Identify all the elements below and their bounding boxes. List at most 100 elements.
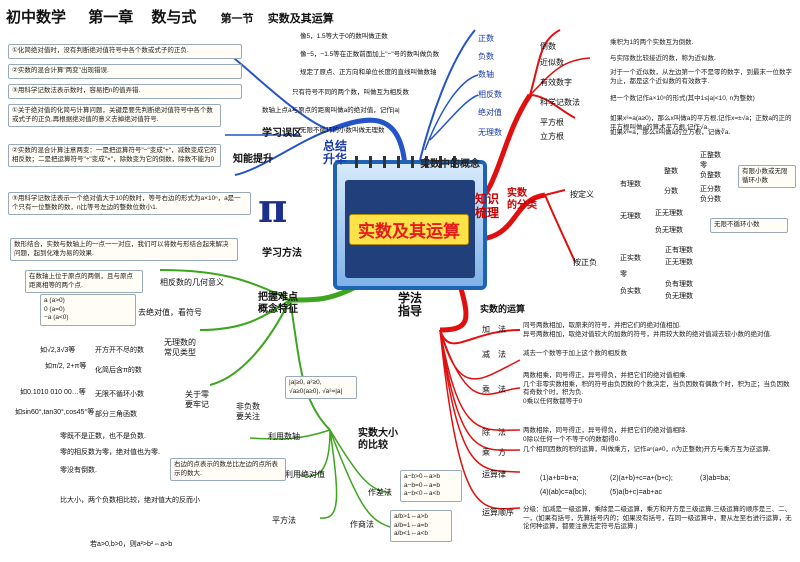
irr-item-8: 部分三角函数 [95, 411, 137, 418]
irr-item-4: 化简后含π的数 [95, 367, 142, 374]
square-desc: 若a>0,b>0，则a²>b²⇔a>b [90, 541, 173, 548]
def-label-3: 有效数字 [540, 78, 572, 87]
fraction-label: 分数 [664, 188, 678, 195]
irr-item-6: 无限不循环小数 [95, 391, 144, 398]
diff-label: 作差法 [368, 488, 392, 497]
irrational-label: 无理数 [620, 213, 641, 220]
axis-desc: 右边的点表示的数总比左边的点所表示的数大. [170, 458, 286, 481]
op-desc-4: 两数相除，同号得正，异号得负，并把它们的绝对值相除. 0除以任何一个不等于0的数… [523, 427, 688, 443]
def-label-1: 倒数 [540, 42, 556, 51]
error-item-3: ③用科学记数法表示数时，容易把n的值弄错. [8, 84, 242, 99]
irr-item-3: 如π/2, 2+π等 [45, 363, 87, 370]
center-image: 实数及其运算 [333, 156, 487, 290]
def-desc-1: 乘积为1的两个实数互为倒数. [610, 39, 694, 46]
concept-desc-4: 只有符号不同的两个数，叫做互为相反数 [292, 89, 409, 96]
irr-item-1: 如√2,3√3等 [40, 347, 76, 354]
def-label-5: 平方根 [540, 118, 564, 127]
nonneg-formula: |a|≥0, a²≥0, √a≥0(a≥0), √a²=|a| [285, 376, 357, 399]
op-desc-1: 同号两数相加，取原来的符号，并把它们的绝对值相加. 异号两数相加，取绝对值较大的… [523, 322, 772, 338]
concept-label-6: 无理数 [478, 128, 502, 137]
operations-hub: 实数的运算 [480, 304, 526, 314]
hub-summary: 总结 升华 [323, 139, 348, 166]
def-desc-2: 与实际数比较接近的数，称为近似数. [610, 55, 716, 62]
concept-label-3: 数轴 [478, 70, 494, 79]
def-label-4: 科学记数法 [540, 98, 580, 107]
spiral-binding [355, 156, 465, 168]
tip-item-1: ①关于绝对值的化简与计算问题，关键是要先判断绝对值符号中各个数或式子的正负,再根… [8, 104, 221, 127]
concept-label-4: 相反数 [478, 90, 502, 99]
errors-label: 学习误区 [262, 128, 302, 139]
tip-item-3: ③用科学记数法表示一个绝对值大于10的数时，等号右边的形式为a×10ⁿ，a是一个… [8, 192, 251, 215]
irr-types-label: 无理数的 常见类型 [164, 338, 196, 357]
pos-irr-label: 正无理数 [655, 210, 683, 217]
diff-item-2: a−b=0⇔a=b [404, 481, 440, 489]
concept-desc-3: 规定了原点、正方向和单位长度的直线叫做数轴 [300, 69, 437, 76]
op-rule-3: (3)ab=ba; [700, 475, 731, 482]
quot-label: 作商法 [350, 520, 374, 529]
abs-case-1: a (a>0) [44, 297, 65, 304]
irr-item-2: 开方开不尽的数 [95, 347, 144, 354]
header-title: 初中数学 第一章 数与式 第一节 实数及其运算 [6, 6, 334, 27]
neg-rat-label: 负有理数 [665, 281, 693, 288]
concept-label-1: 正数 [478, 34, 494, 43]
quot-item-3: a/b<1⇔a<b [394, 530, 428, 537]
zero-label: 零 [700, 162, 707, 169]
neg-int-label: 负整数 [700, 172, 721, 179]
abs-formula: a (a>0) 0 (a=0) −a (a<0) [40, 294, 136, 326]
center-title: 实数及其运算 [349, 214, 469, 245]
opposite-desc: 在数轴上位于原点的两侧，且与原点距离相等的两个点. [25, 270, 143, 293]
def-desc-5: 如果x²=a(a≥0)，那么x叫做a的平方根,记作x=±√a；正数a的正的平方根… [610, 115, 792, 131]
abs-case-2: 0 (a=0) [44, 305, 65, 313]
by-sign: 按正负 [573, 258, 597, 267]
op-rule-1: (1)a+b=b+a; [540, 475, 579, 482]
concept-desc-6: 无限不循环的小数叫做无理数 [300, 127, 385, 134]
def-label-2: 近似数 [540, 58, 564, 67]
op-rule-4: (4)(ab)c=a(bc); [540, 489, 587, 496]
error-item-2: ②实数的混合计算"两变"出现错误. [8, 64, 242, 79]
neg-real-label: 负实数 [620, 288, 641, 295]
rational-label: 有理数 [620, 181, 641, 188]
pos-rat-label: 正有理数 [665, 247, 693, 254]
quot-item-2: a/b=1⇔a=b [394, 521, 428, 529]
concept-desc-2: 像−5，−1.5等在正数前面加上"−"号的数叫做负数 [300, 51, 440, 58]
irr-item-5: 如0.1010 010 00…等 [20, 389, 86, 396]
quot-items: a/b>1⇔a>b a/b=1⇔a=b a/b<1⇔a<b [390, 510, 452, 542]
op-label-3: 乘 法 [482, 385, 506, 394]
def-desc-3: 对于一个近似数，从左边第一个不是零的数字，到最末一位数字为止，都是这个近似数的有… [610, 69, 792, 85]
op-desc-3: 两数相乘，同号得正，异号得负，并把它们的绝对值相乘. 几个非零实数相乘，积的符号… [523, 372, 790, 405]
diff-items: a−b>0⇔a>b a−b=0⇔a=b a−b<0⇔a<b [400, 470, 462, 502]
axis-label: 利用数轴 [268, 432, 300, 441]
op-desc-5: 几个相同因数的积的运算，叫做乘方，记作aⁿ(a≠0，n为正整数)开方与乘方互为逆… [523, 446, 771, 453]
op-label-1: 加 法 [482, 325, 506, 334]
op-desc-7: 分级：加减是一级运算，乘除是二级运算，乘方和开方是三级运算.三级运算的顺序是三、… [523, 506, 792, 530]
zero-item-1: 零既不是正数，也不是负数. [60, 433, 146, 440]
op-label-2: 减 法 [482, 350, 506, 359]
def-desc-4: 把一个数记作a×10ⁿ的形式(其中1≤|a|<10, n为整数) [610, 95, 755, 102]
zero-item-3: 零没有倒数. [60, 467, 97, 474]
tip-item-2: ②实数的混合计算注意两变：一是把运算符号"−"变成"+"，减数变成它的相反数；二… [8, 144, 221, 167]
zero-item-2: 零的相反数为零，绝对值也为零. [60, 449, 160, 456]
irr-item-7: 如sin60°,tan30°,cos45°等 [15, 409, 95, 416]
note-infinite-decimal: 无限不循环小数 [710, 218, 788, 233]
pos-irr2-label: 正无理数 [665, 259, 693, 266]
absv-label: 利用绝对值 [285, 470, 325, 479]
method-desc: 数形结合，实数与数轴上的一点一一对应，我们可以将数与形结合起来解决问题，起到化难… [10, 238, 238, 261]
header-section: 第一节 [220, 13, 254, 25]
op-label-4: 除 法 [482, 428, 506, 437]
neg-frac-label: 负分数 [700, 196, 721, 203]
quot-item-1: a/b>1⇔a>b [394, 513, 428, 520]
hub-knowledge: 知识 梳理 [475, 192, 500, 220]
abs-label: 去绝对值，看符号 [138, 308, 202, 317]
pos-int-label: 正整数 [700, 152, 721, 159]
abs-case-3: −a (a<0) [44, 314, 69, 321]
pos-frac-label: 正分数 [700, 186, 721, 193]
neg-irr2-label: 负无理数 [665, 293, 693, 300]
hub-concept: 实数中的概念 [420, 159, 480, 170]
pos-real-label: 正实数 [620, 255, 641, 262]
classification-hub: 实数 的分类 [507, 188, 537, 211]
op-rule-2: (2)(a+b)+c=a+(b+c); [610, 475, 673, 482]
header-main: 初中数学 [6, 9, 67, 26]
diff-item-3: a−b<0⇔a<b [404, 490, 440, 497]
